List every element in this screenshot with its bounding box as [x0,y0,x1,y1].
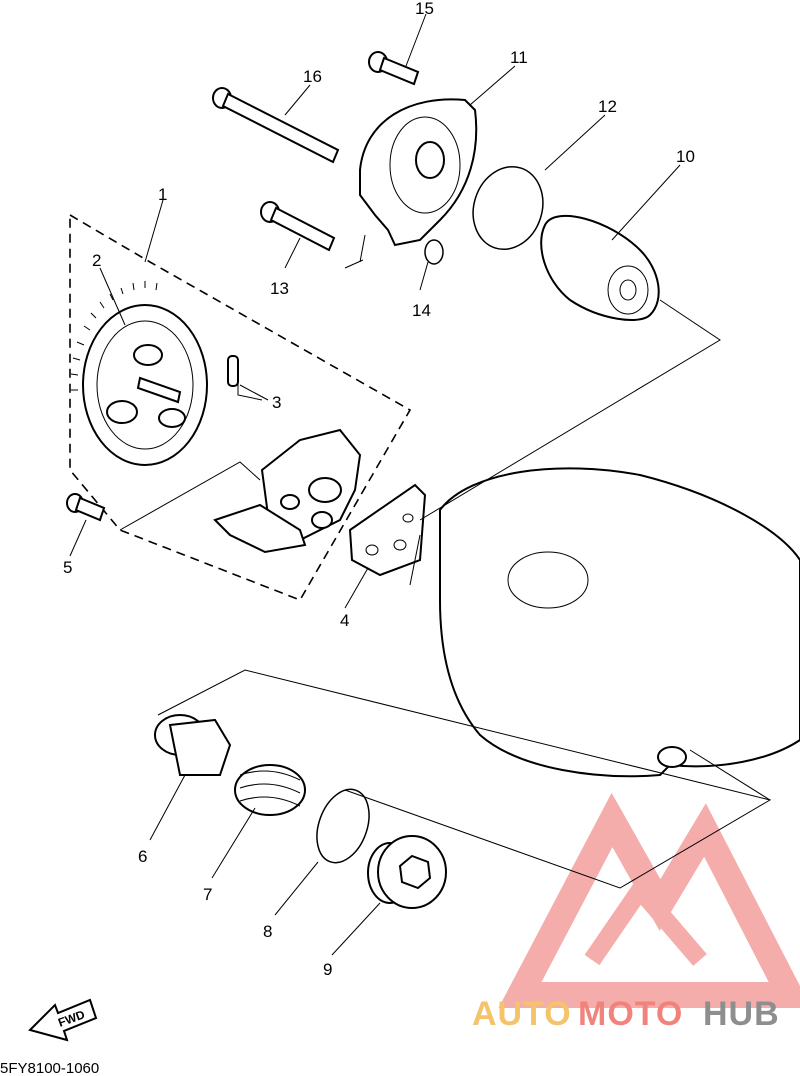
callout-label: 8 [263,922,272,941]
callout-label: 6 [138,847,147,866]
reference-lines [119,234,772,889]
callout-label: 4 [340,611,349,630]
callout-leaders [69,13,681,956]
watermark-moto: MOTO [578,995,683,1033]
bolt-5 [66,493,106,522]
watermark-auto: AUTO [472,995,572,1033]
dowel-pin [227,355,239,387]
callout-label: 15 [415,0,434,18]
o-ring-14 [424,239,444,265]
bolt-16 [212,87,340,164]
gasket [348,483,427,577]
crankcase-outline [439,467,800,778]
oil-filter-cover [359,98,478,247]
watermark-logo [498,792,800,1008]
callout-label: 13 [270,279,289,298]
pump-assembly-dashed-box [69,213,412,601]
callout-label: 1 [158,185,167,204]
callout-label: 16 [303,67,322,86]
callout-label: 2 [92,251,101,270]
o-ring-9 [316,788,370,864]
oil-strainer [154,714,232,776]
callout-labels: 15 16 11 12 10 1 2 3 13 14 4 5 6 7 8 9 [63,0,695,979]
watermark-text: AUTO MOTO HUB [472,995,780,1033]
pump-gear [70,281,208,466]
callout-label: 12 [598,97,617,116]
drain-plug [367,835,447,909]
watermark-hub: HUB [703,995,780,1033]
pump-body [213,428,362,554]
bolt-13 [260,201,336,252]
callout-label: 10 [676,147,695,166]
callout-label: 11 [510,48,528,67]
callout-label: 9 [323,960,332,979]
callout-label: 5 [63,558,72,577]
bolt-15 [368,51,420,86]
compression-spring [234,764,306,816]
part-code: 5FY8100-1060 [0,1060,99,1076]
callout-label: 7 [203,885,212,904]
fwd-arrow-icon: FWD [28,998,98,1042]
callout-label: 14 [412,301,431,320]
o-ring-12 [472,165,544,251]
oil-filter-element [540,214,660,321]
callout-label: 3 [272,393,281,412]
